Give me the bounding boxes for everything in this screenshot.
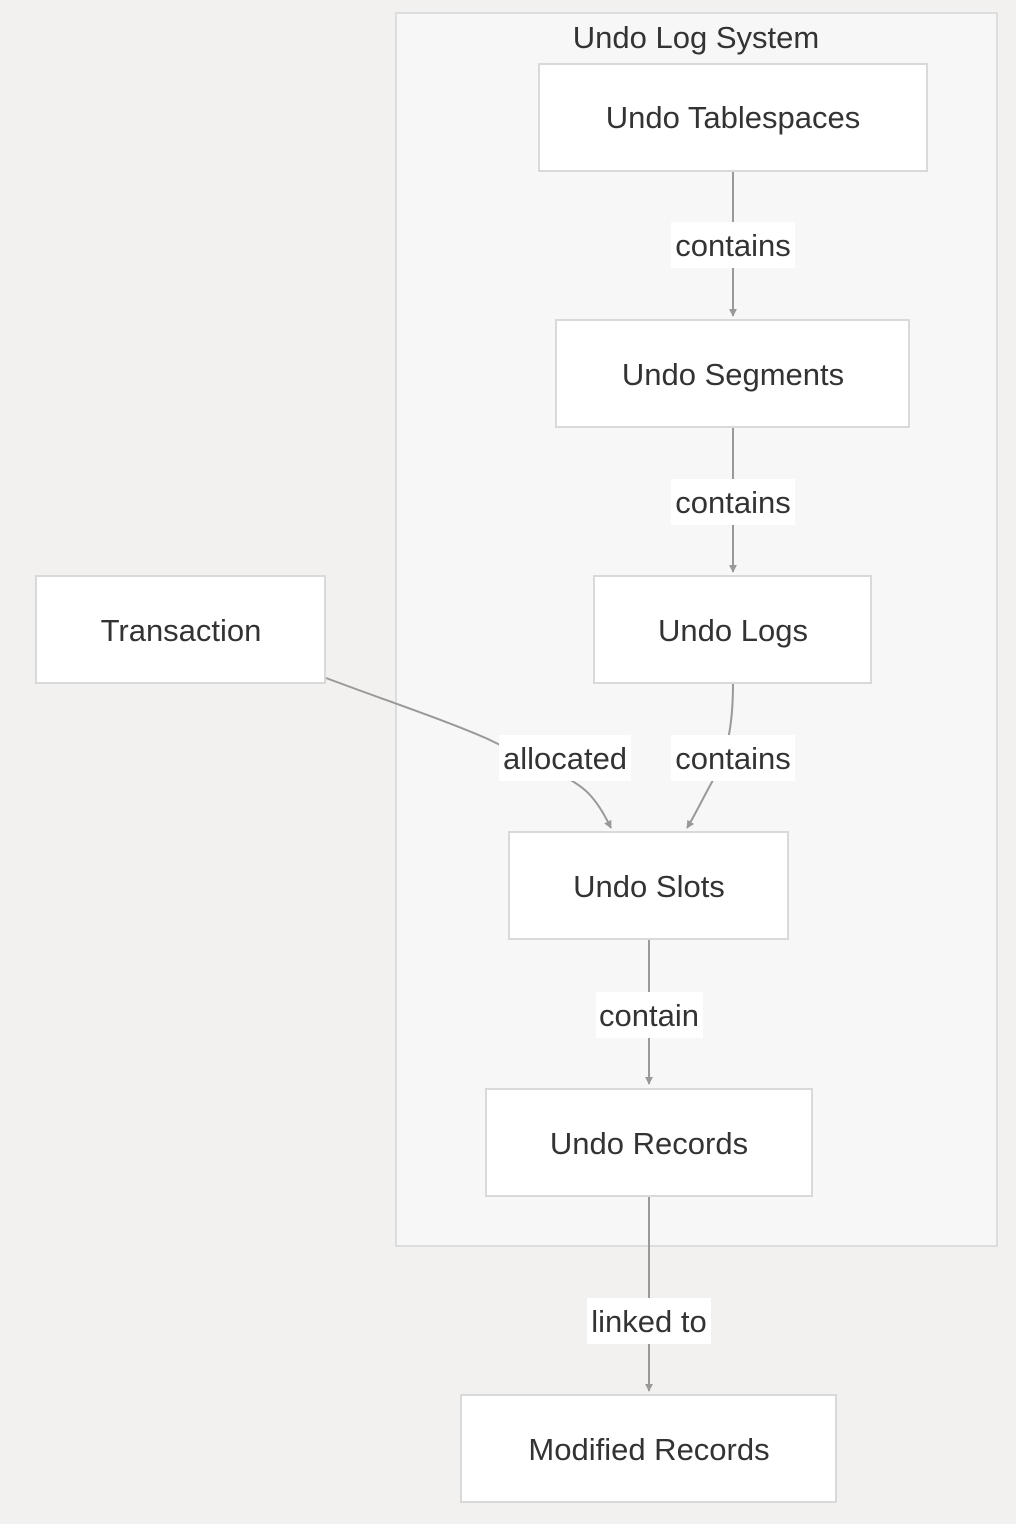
svg-text:linked to: linked to	[591, 1304, 706, 1339]
edge-label-logs-to-slots: contains	[671, 735, 795, 781]
cluster-title: Undo Log System	[573, 20, 819, 55]
node-label: Undo Segments	[622, 357, 844, 392]
edge-label-slots-to-records: contain	[596, 992, 703, 1038]
edge-label-transaction-to-slots: allocated	[499, 735, 631, 781]
edge-label-records-to-modified: linked to	[587, 1298, 711, 1344]
node-undo-tablespaces: Undo Tablespaces	[538, 63, 928, 172]
edge-label-segments-to-logs: contains	[671, 479, 795, 525]
node-label: Undo Records	[550, 1126, 748, 1161]
node-undo-segments: Undo Segments	[555, 319, 910, 428]
node-undo-logs: Undo Logs	[593, 575, 872, 684]
svg-text:allocated: allocated	[503, 741, 627, 776]
node-undo-records: Undo Records	[485, 1088, 813, 1197]
svg-text:contains: contains	[675, 228, 790, 263]
node-undo-slots: Undo Slots	[508, 831, 789, 940]
node-transaction: Transaction	[35, 575, 326, 684]
svg-text:contains: contains	[675, 741, 790, 776]
svg-text:contains: contains	[675, 485, 790, 520]
node-label: Transaction	[101, 613, 262, 648]
svg-text:contain: contain	[599, 998, 699, 1033]
node-label: Modified Records	[528, 1432, 769, 1467]
node-label: Undo Slots	[573, 869, 725, 904]
node-label: Undo Logs	[658, 613, 808, 648]
node-modified-records: Modified Records	[460, 1394, 837, 1503]
edge-label-tablespaces-to-segments: contains	[671, 222, 795, 268]
node-label: Undo Tablespaces	[606, 100, 861, 135]
